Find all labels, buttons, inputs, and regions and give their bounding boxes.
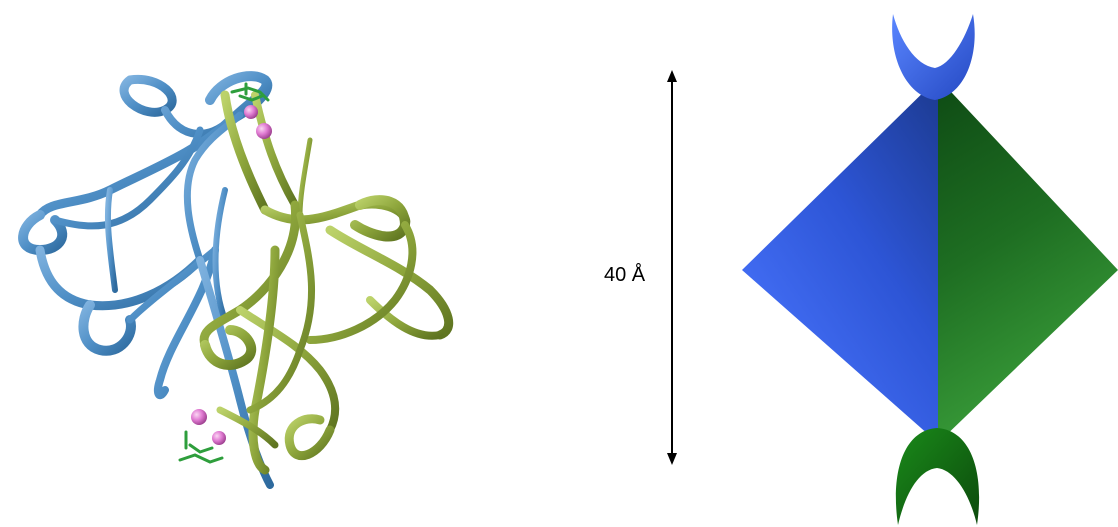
ion-sphere xyxy=(191,409,207,425)
ion-sphere xyxy=(212,431,226,445)
scale-label: 40 Å xyxy=(604,264,646,286)
ion-sphere xyxy=(244,105,258,119)
top-crescent-cap xyxy=(892,14,975,100)
diamond-left-half xyxy=(742,78,938,443)
chain-b-ribbon xyxy=(199,90,454,475)
diamond-right-half xyxy=(938,78,1118,443)
bottom-crescent-cap xyxy=(895,428,980,525)
ligand-top xyxy=(230,82,270,102)
ion-sphere xyxy=(256,123,272,139)
ligand-bottom xyxy=(178,430,224,464)
